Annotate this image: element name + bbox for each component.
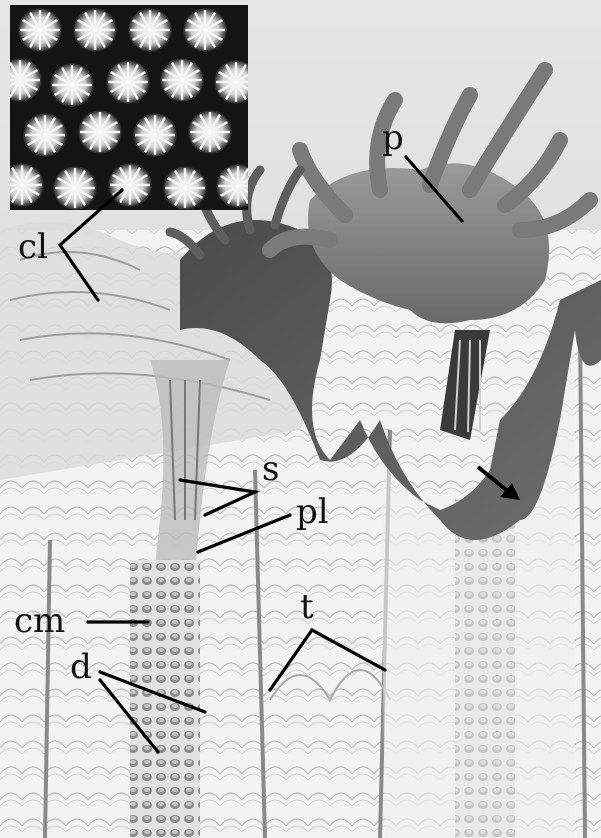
- label-p: p: [382, 118, 404, 158]
- label-pl: pl: [296, 492, 329, 532]
- inset-micrograph: [0, 5, 260, 210]
- label-t: t: [300, 587, 314, 627]
- label-d: d: [70, 647, 92, 687]
- label-cm: cm: [14, 601, 65, 641]
- label-s: s: [262, 449, 279, 489]
- label-cl: cl: [18, 227, 48, 267]
